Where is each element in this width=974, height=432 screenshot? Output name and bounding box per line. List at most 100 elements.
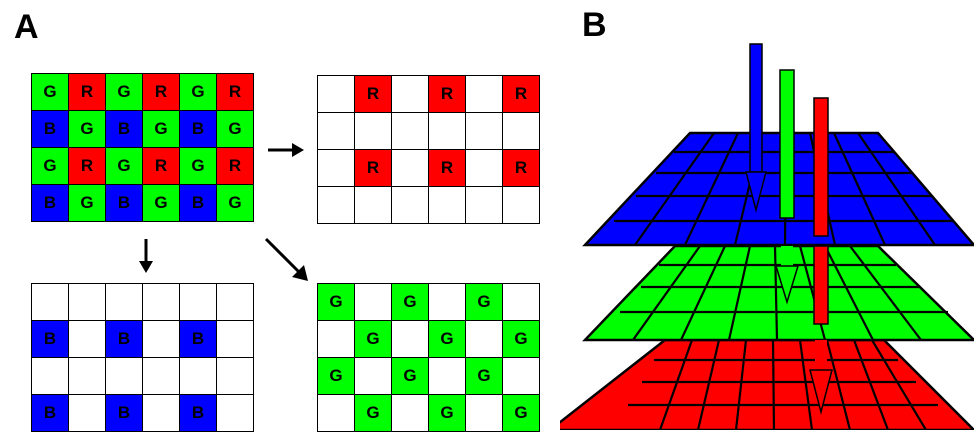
filter-cell: [466, 113, 503, 150]
filter-cell: [143, 395, 180, 432]
filter-cell: [106, 358, 143, 395]
filter-cell: [318, 321, 355, 358]
filter-cell: [429, 113, 466, 150]
filter-cell: B: [32, 321, 69, 358]
filter-cell: R: [355, 76, 392, 113]
filter-cell: [355, 187, 392, 224]
panel-label-b: B: [582, 6, 607, 44]
filter-cell: G: [429, 395, 466, 432]
filter-cell: [217, 284, 254, 321]
filter-cell: [503, 113, 540, 150]
filter-cell: G: [106, 148, 143, 185]
stacked-sensor-layers: [560, 43, 974, 430]
filter-cell: G: [318, 358, 355, 395]
filter-cell: R: [429, 76, 466, 113]
filter-cell: [503, 284, 540, 321]
filter-cell: G: [69, 111, 106, 148]
green-layer: [582, 244, 974, 342]
filter-cell: [392, 395, 429, 432]
arrow-diagonal-icon: [264, 237, 308, 281]
filter-cell: G: [318, 284, 355, 321]
red-layer: [560, 338, 974, 430]
filter-cell: G: [143, 185, 180, 222]
filter-cell: [69, 284, 106, 321]
filter-cell: [143, 358, 180, 395]
filter-cell: [392, 113, 429, 150]
filter-cell: G: [503, 395, 540, 432]
filter-cell: [106, 284, 143, 321]
filter-cell: B: [106, 395, 143, 432]
arrow-down-icon: [139, 239, 153, 273]
filter-cell: [318, 187, 355, 224]
filter-cell: [466, 395, 503, 432]
filter-cell: G: [429, 321, 466, 358]
filter-cell: [392, 321, 429, 358]
filter-cell: G: [69, 185, 106, 222]
filter-cell: [466, 150, 503, 187]
filter-cell: [180, 358, 217, 395]
red-light-arrow-icon: [809, 97, 833, 415]
filter-cell: [392, 150, 429, 187]
filter-cell: [143, 284, 180, 321]
filter-cell: G: [143, 111, 180, 148]
filter-cell: [217, 321, 254, 358]
filter-cell: R: [217, 148, 254, 185]
filter-cell: [180, 284, 217, 321]
filter-cell: [429, 358, 466, 395]
filter-cell: [503, 187, 540, 224]
filter-cell: B: [180, 321, 217, 358]
filter-cell: [355, 113, 392, 150]
filter-cell: G: [355, 395, 392, 432]
filter-cell: B: [180, 111, 217, 148]
filter-cell: R: [69, 74, 106, 111]
filter-cell: [318, 76, 355, 113]
filter-cell: B: [180, 395, 217, 432]
filter-cell: G: [503, 321, 540, 358]
filter-cell: B: [180, 185, 217, 222]
filter-cell: [392, 76, 429, 113]
filter-cell: G: [180, 148, 217, 185]
filter-cell: G: [217, 111, 254, 148]
filter-cell: B: [32, 111, 69, 148]
filter-cell: [69, 358, 106, 395]
panel-label-a: A: [14, 8, 39, 46]
filter-cell: [355, 284, 392, 321]
green-light-arrow-icon: [774, 69, 800, 305]
filter-cell: [318, 395, 355, 432]
filter-cell: R: [69, 148, 106, 185]
filter-cell: [429, 284, 466, 321]
filter-cell: G: [392, 284, 429, 321]
filter-cell: [69, 321, 106, 358]
filter-cell: G: [466, 284, 503, 321]
filter-cell: [318, 113, 355, 150]
filter-cell: G: [392, 358, 429, 395]
filter-cell: R: [429, 150, 466, 187]
filter-cell: B: [32, 185, 69, 222]
filter-cell: G: [180, 74, 217, 111]
filter-cell: [69, 395, 106, 432]
filter-cell: G: [217, 185, 254, 222]
blue-light-arrow-icon: [745, 43, 767, 213]
filter-cell: [217, 358, 254, 395]
filter-cell: [466, 187, 503, 224]
filter-cell: [143, 321, 180, 358]
filter-cell: G: [355, 321, 392, 358]
filter-cell: [466, 76, 503, 113]
filter-cell: [503, 358, 540, 395]
filter-cell: [466, 321, 503, 358]
filter-cell: B: [106, 321, 143, 358]
filter-cell: G: [32, 148, 69, 185]
filter-cell: R: [503, 150, 540, 187]
filter-cell: [392, 187, 429, 224]
filter-cell: R: [143, 74, 180, 111]
filter-cell: B: [106, 111, 143, 148]
filter-cell: R: [503, 76, 540, 113]
filter-cell: [32, 284, 69, 321]
filter-cell: R: [217, 74, 254, 111]
filter-cell: G: [32, 74, 69, 111]
filter-cell: [318, 150, 355, 187]
